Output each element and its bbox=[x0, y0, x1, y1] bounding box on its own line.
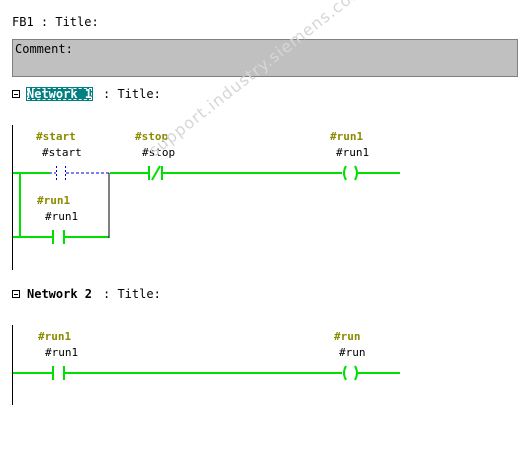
coil-run1-operand[interactable]: #run1 bbox=[330, 130, 364, 143]
contact-run1[interactable] bbox=[52, 230, 65, 244]
network-1-collapse-icon[interactable] bbox=[12, 90, 20, 98]
block-title[interactable]: FB1 : Title: bbox=[12, 15, 99, 29]
coil-run-operand[interactable]: #run bbox=[334, 330, 361, 343]
coil-run[interactable] bbox=[343, 365, 358, 381]
contact-start-symbol: #start bbox=[42, 146, 82, 159]
contact-start[interactable] bbox=[50, 166, 110, 180]
coil-run1[interactable] bbox=[343, 165, 358, 181]
network-1-label[interactable]: Network 1 bbox=[26, 87, 94, 101]
contact-run1-operand-n2[interactable]: #run1 bbox=[38, 330, 72, 343]
contact-run1-symbol: #run1 bbox=[45, 210, 79, 223]
block-comment-box[interactable]: Comment: bbox=[12, 39, 518, 77]
network-1-title[interactable]: : Title: bbox=[103, 87, 161, 101]
coil-run-symbol: #run bbox=[339, 346, 366, 359]
contact-run1-n2[interactable] bbox=[52, 366, 65, 380]
network-2-title[interactable]: : Title: bbox=[103, 287, 161, 301]
contact-stop[interactable] bbox=[148, 165, 163, 181]
comment-label: Comment: bbox=[15, 42, 73, 56]
contact-stop-symbol: #stop bbox=[142, 146, 176, 159]
contact-run1-symbol-n2: #run1 bbox=[45, 346, 79, 359]
network-2-collapse-icon[interactable] bbox=[12, 290, 20, 298]
contact-run1-operand[interactable]: #run1 bbox=[37, 194, 71, 207]
network-2-label[interactable]: Network 2 bbox=[27, 287, 93, 301]
contact-start-operand[interactable]: #start bbox=[36, 130, 76, 143]
coil-run1-symbol: #run1 bbox=[336, 146, 370, 159]
contact-stop-operand[interactable]: #stop bbox=[135, 130, 169, 143]
